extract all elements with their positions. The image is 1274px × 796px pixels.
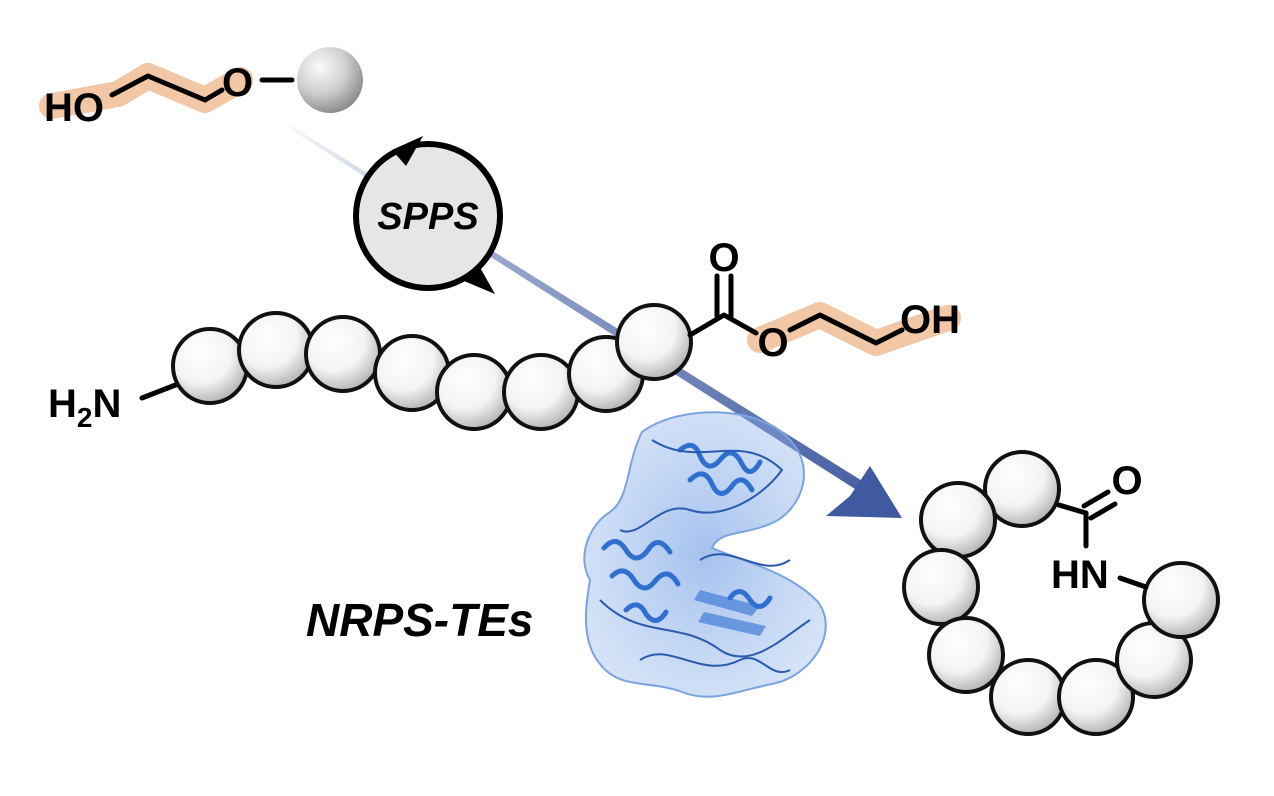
n-terminus-bond [139,381,181,401]
n-terminus-label: H2N [48,382,121,433]
cyclic-bead [927,616,1005,694]
protein-sheets [694,590,766,636]
protein-surface [583,411,827,698]
ester-o-label: O [757,321,788,365]
terminal-oh-label: OH [900,298,960,342]
amide-carbonyl-a [1081,489,1111,509]
amide-n-bond [1117,575,1149,590]
amide-o-label: O [1111,459,1142,503]
spps-cycle: SPPS [353,136,503,294]
resin-bead [297,47,363,113]
resin-linker: HO O [39,47,363,130]
protein-structure [583,411,827,698]
cyclic-bead [1142,561,1220,639]
enzyme-label: NRPS-TEs [306,594,533,646]
arrowhead [826,466,902,518]
spps-cycle-circle [353,141,503,291]
linker-o-label: O [222,61,253,105]
protein-helices [601,442,773,623]
protein-loops [599,439,811,673]
linear-bead [502,353,580,431]
ester-chain-bonds [787,312,905,346]
cyclic-bead [1057,658,1135,736]
amide-hn-label: HN [1051,553,1109,597]
linear-peptide: H2N O O OH [48,236,961,433]
linear-bead [304,315,382,393]
cyclic-peptide: O HN [902,450,1220,736]
linear-bead [435,353,513,431]
amide-carbonyl-b [1088,501,1118,521]
cyclic-bead [983,450,1061,528]
linker-bonds [109,73,225,103]
cyclic-bead [919,481,997,559]
spps-label: SPPS [377,196,478,238]
cycle-arrow-top-icon [392,136,423,166]
carbonyl-o-label: O [708,236,739,280]
cycle-arrow-bottom-icon [464,264,495,294]
ester-bonds [687,312,759,338]
linker-ho-label: HO [44,86,104,130]
linear-bead [615,303,693,381]
cyclic-bead [989,658,1067,736]
linear-bead [171,327,249,405]
linear-bead [237,311,315,389]
amide-bonds [1056,502,1089,549]
cyclic-bead [902,548,980,626]
